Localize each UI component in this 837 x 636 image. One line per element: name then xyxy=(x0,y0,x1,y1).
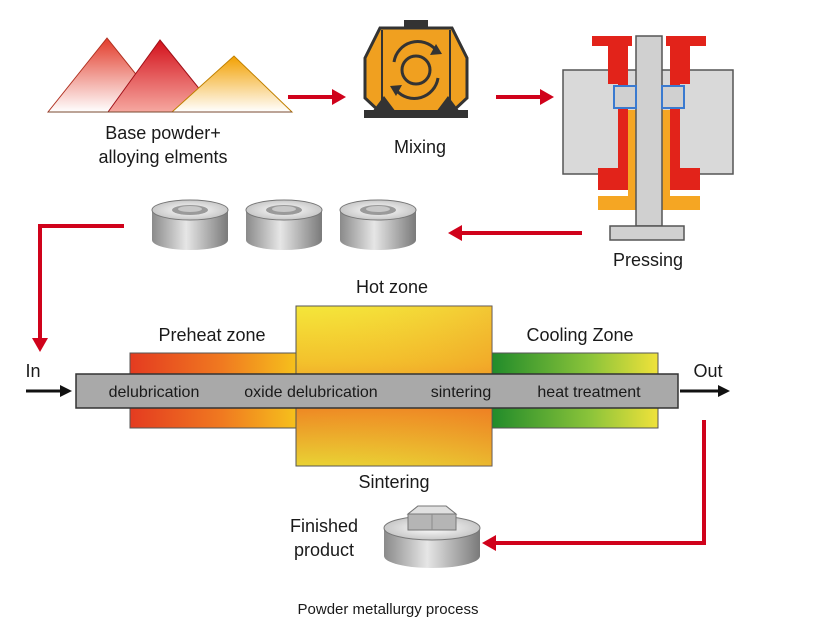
step-sintering: sintering xyxy=(431,384,491,401)
pressing-label: Pressing xyxy=(613,250,683,270)
cooling-zone-label: Cooling Zone xyxy=(526,325,633,345)
step-delubrication: delubrication xyxy=(109,384,200,401)
step-heat-treatment: heat treatment xyxy=(537,384,641,401)
arrow-to-finished xyxy=(482,420,706,551)
preheat-zone-label: Preheat zone xyxy=(158,325,265,345)
arrow-to-pressing xyxy=(496,89,554,105)
arrow-to-compacts xyxy=(448,225,582,241)
green-compact-icon xyxy=(151,199,229,250)
finished-product-line1: Finished xyxy=(290,516,358,536)
base-powder-label-line2: alloying elments xyxy=(98,147,227,167)
base-powder-label-line1: Base powder+ xyxy=(105,123,221,143)
in-arrow-icon xyxy=(26,385,72,397)
conveyor-belt xyxy=(75,373,679,409)
sintering-label: Sintering xyxy=(358,472,429,492)
powder-piles-icon xyxy=(46,37,294,113)
arrow-to-furnace xyxy=(32,224,124,352)
press-icon xyxy=(562,35,734,241)
mixer-icon xyxy=(363,20,469,118)
out-label: Out xyxy=(693,361,722,381)
step-oxide-delubrication: oxide delubrication xyxy=(244,384,377,401)
mixing-label: Mixing xyxy=(394,137,446,157)
green-compact-icon xyxy=(245,199,323,250)
finished-product-line2: product xyxy=(294,540,354,560)
out-arrow-icon xyxy=(680,385,730,397)
in-label: In xyxy=(25,361,40,381)
hot-zone-label: Hot zone xyxy=(356,277,428,297)
finished-product-icon xyxy=(383,505,481,568)
arrow-to-mixing xyxy=(288,89,346,105)
green-compact-icon xyxy=(339,199,417,250)
diagram-caption: Powder metallurgy process xyxy=(298,601,479,618)
